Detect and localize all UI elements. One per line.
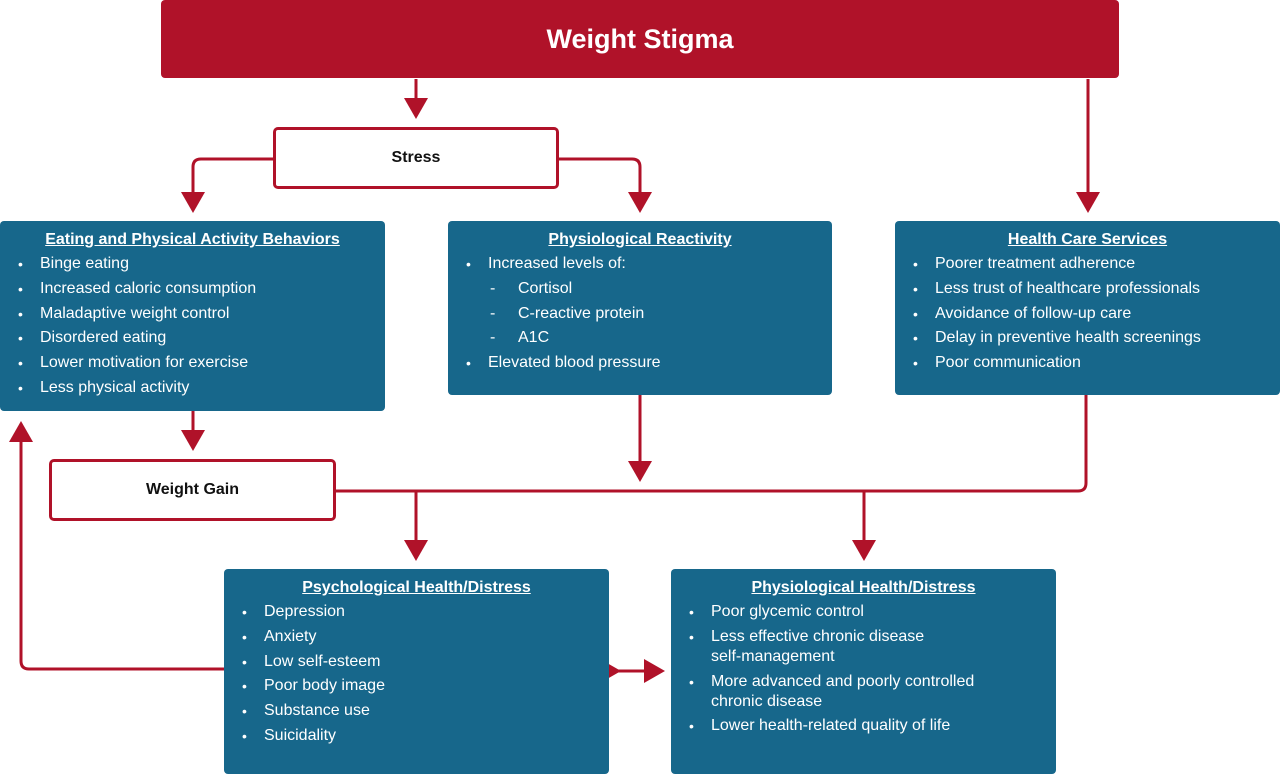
health-care-services-box: Health Care Services •Poorer treatment a… [895, 221, 1280, 395]
list-item: •Lower motivation for exercise [18, 354, 249, 372]
eating-behaviors-heading: Eating and Physical Activity Behaviors [45, 231, 340, 248]
weight-gain-box: Weight Gain [49, 459, 336, 521]
list-item: •Less physical activity [18, 378, 190, 396]
arrow-stress-to-reactivity [558, 157, 652, 213]
list-item: •Substance use [242, 702, 370, 720]
psychological-health-heading: Psychological Health/Distress [302, 579, 531, 596]
list-item: •Increased levels of: [466, 255, 626, 272]
list-item: •Binge eating [18, 255, 129, 272]
list-item: •Less effective chronic disease self-man… [689, 627, 925, 665]
list-item: •Maladaptive weight control [18, 304, 230, 322]
list-item: •Low self-esteem [242, 652, 381, 670]
list-item: •Poor body image [242, 677, 385, 695]
line-healthcare-to-bus [335, 395, 1088, 493]
physiological-reactivity-box: Physiological Reactivity •Increased leve… [448, 221, 832, 395]
arrow-psych-to-eating [8, 421, 224, 671]
list-item: •Increased caloric consumption [18, 279, 257, 297]
stress-box: Stress [273, 127, 559, 189]
list-item: •Less trust of healthcare professionals [913, 279, 1201, 297]
physiological-reactivity-heading: Physiological Reactivity [548, 231, 732, 248]
physiological-health-heading: Physiological Health/Distress [751, 579, 976, 596]
list-item: •Elevated blood pressure [466, 354, 661, 372]
list-item: •Lower health-related quality of life [689, 717, 951, 735]
psychological-health-box: Psychological Health/Distress •Depressio… [224, 569, 609, 774]
physiological-health-list: •Poor glycemic control •Less effective c… [683, 602, 1044, 736]
list-item: •Poor glycemic control [689, 603, 864, 620]
list-subitem: -C-reactive protein [490, 304, 645, 322]
arrow-stress-to-eating [181, 157, 274, 213]
list-item: •Anxiety [242, 627, 317, 645]
list-item: •Delay in preventive health screenings [913, 329, 1201, 347]
list-item: •Avoidance of follow-up care [913, 304, 1132, 322]
weight-stigma-title: Weight Stigma [161, 0, 1119, 78]
eating-behaviors-box: Eating and Physical Activity Behaviors •… [0, 221, 385, 411]
physiological-reactivity-list: •Increased levels of: -Cortisol -C-react… [460, 254, 820, 373]
list-item: •Depression [242, 603, 345, 620]
list-subitem: -Cortisol [490, 279, 573, 297]
list-item: •Disordered eating [18, 329, 167, 347]
health-care-services-heading: Health Care Services [1007, 231, 1168, 248]
list-item: •Poor communication [913, 354, 1081, 372]
eating-behaviors-list: •Binge eating •Increased caloric consump… [12, 254, 373, 398]
list-item: •More advanced and poorly controlled chr… [689, 672, 975, 710]
list-subitem: -A1C [490, 329, 550, 347]
physiological-health-box: Physiological Health/Distress •Poor glyc… [671, 569, 1056, 774]
health-care-services-list: •Poorer treatment adherence •Less trust … [907, 254, 1268, 373]
psychological-health-list: •Depression •Anxiety •Low self-esteem •P… [236, 602, 597, 746]
list-item: •Poorer treatment adherence [913, 255, 1136, 272]
list-item: •Suicidality [242, 726, 337, 744]
